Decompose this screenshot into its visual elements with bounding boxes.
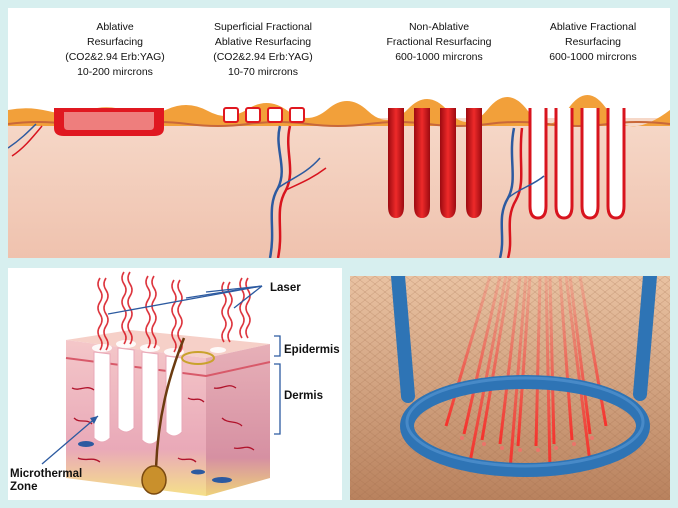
non-ablative-columns (388, 108, 482, 218)
ablative-fractional-label: Ablative Fractional Resurfacing 600-1000… (549, 21, 637, 63)
blood-vessels (8, 123, 545, 258)
laser-handpiece-render (350, 276, 670, 500)
hair-follicle (141, 465, 167, 495)
hair-shaft (154, 337, 186, 469)
handpiece-svg (350, 276, 670, 500)
dermis-label: Dermis (284, 390, 323, 402)
skin-block-svg (41, 271, 281, 496)
ablative-resurfacing-label: Ablative Resurfacing (CO2&2.94 Erb:YAG) … (65, 21, 165, 78)
skin-block-illustration: Laser Epidermis Dermis Microthermal Zone (8, 268, 342, 500)
superficial-fractional-label: Superficial Fractional Ablative Resurfac… (213, 21, 313, 78)
skin-cross-section-strip (8, 94, 670, 258)
non-ablative-fractional-label: Non-Ablative Fractional Resurfacing 600-… (386, 21, 492, 63)
ablative-fractional-columns (528, 108, 626, 220)
microthermal-zone-label: Microthermal Zone (10, 468, 83, 493)
resurfacing-comparison-panel: Ablative Resurfacing (CO2&2.94 Erb:YAG) … (8, 8, 670, 258)
laser-label: Laser (270, 282, 301, 294)
superficial-fractional-wells (223, 107, 305, 123)
epidermis-label: Epidermis (284, 344, 340, 356)
